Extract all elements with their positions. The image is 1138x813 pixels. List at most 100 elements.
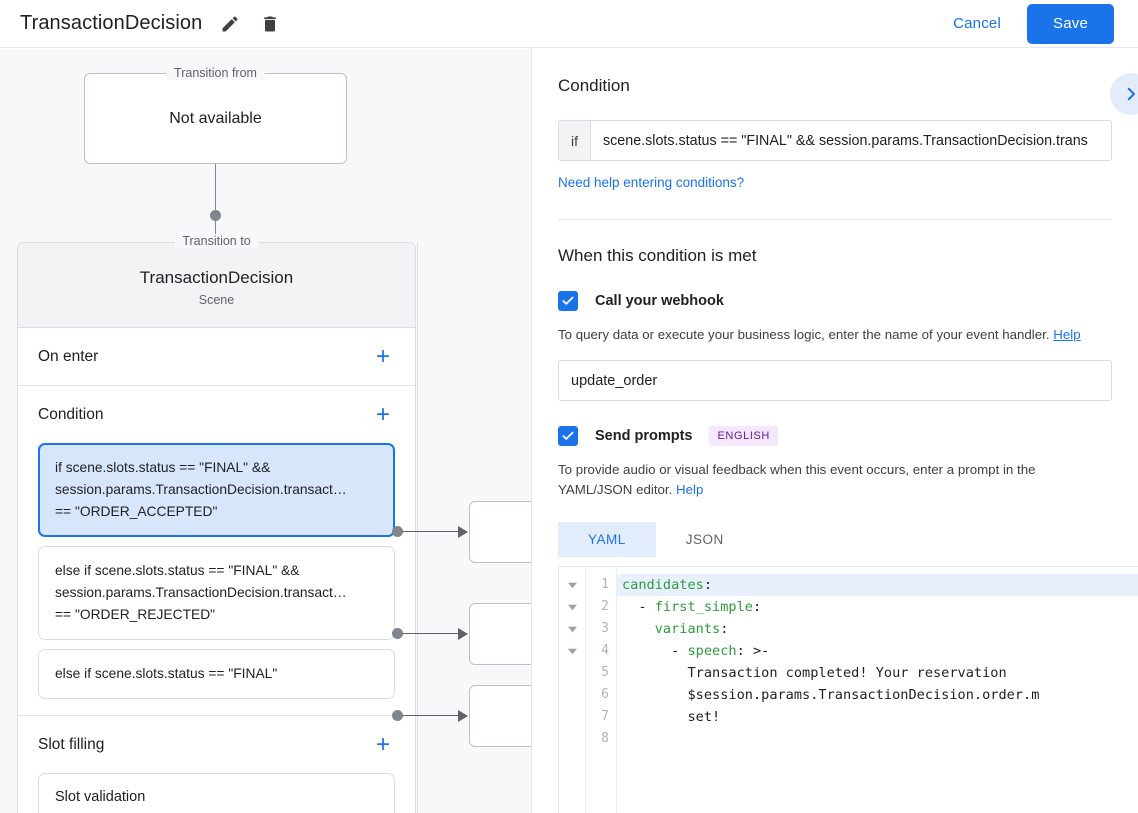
yaml-editor[interactable]: 1 2 3 4 5 6 7 8 candidates: - first_simple: var… <box>558 566 1138 813</box>
editor-line: variants: <box>654 621 729 637</box>
fold-blank <box>559 662 585 684</box>
graph-vertical-rule <box>417 242 418 813</box>
target-stub-0[interactable] <box>469 501 531 563</box>
fold-blank <box>559 684 585 706</box>
transition-to-legend: Transition to <box>174 234 259 248</box>
editor-line-number: 7 <box>601 709 609 724</box>
scene-header[interactable]: TransactionDecision Scene <box>18 243 415 328</box>
event-handler-input[interactable] <box>558 360 1112 401</box>
editor-line: - first_simple: <box>622 599 762 615</box>
graph-canvas: Transition from Not available Transition… <box>0 49 531 813</box>
detail-pane: Condition if Need help entering conditio… <box>531 49 1138 813</box>
chevron-right-icon[interactable] <box>1110 73 1138 115</box>
webhook-description: To query data or execute your business l… <box>558 325 1112 345</box>
condition-card-0-line2: session.params.TransactionDecision.trans… <box>55 482 347 497</box>
transition-from-value: Not available <box>169 109 262 127</box>
editor-line-number: 8 <box>601 731 609 746</box>
connector-line <box>215 164 216 251</box>
prompts-help-link[interactable]: Help <box>676 482 704 497</box>
edge-line <box>402 633 460 634</box>
section-title-condition: Condition <box>38 405 104 423</box>
editor-line-number: 2 <box>601 599 609 614</box>
condition-card-0-line3: == "ORDER_ACCEPTED" <box>55 504 218 519</box>
need-help-conditions-link[interactable]: Need help entering conditions? <box>558 175 745 190</box>
edge-arrow-icon <box>458 525 468 538</box>
webhook-help-link[interactable]: Help <box>1053 327 1081 342</box>
section-header-on-enter: On enter + <box>38 328 395 385</box>
if-label: if <box>559 121 591 160</box>
condition-card-0[interactable]: if scene.slots.status == "FINAL" && sess… <box>38 443 395 537</box>
transition-to-card: Transition to TransactionDecision Scene … <box>17 234 416 813</box>
section-condition: Condition + if scene.slots.status == "FI… <box>18 386 415 716</box>
prompts-description-text: To provide audio or visual feedback when… <box>558 462 1036 497</box>
edge-arrow-icon <box>458 627 468 640</box>
condition-card-2-line1: else if scene.slots.status == "FINAL" <box>55 666 278 681</box>
condition-card-1[interactable]: else if scene.slots.status == "FINAL" &&… <box>38 546 395 640</box>
condition-heading: Condition <box>558 76 630 95</box>
tab-yaml[interactable]: YAML <box>558 522 656 557</box>
editor-line: $session.params.TransactionDecision.orde… <box>622 687 1040 703</box>
tab-json[interactable]: JSON <box>685 532 724 547</box>
fold-triangle-icon[interactable] <box>559 596 585 618</box>
condition-card-2[interactable]: else if scene.slots.status == "FINAL" <box>38 649 395 699</box>
language-badge: ENGLISH <box>709 426 778 446</box>
fold-triangle-icon[interactable] <box>559 618 585 640</box>
transition-from-box[interactable]: Transition from Not available <box>84 66 347 164</box>
connector-dot <box>210 210 221 221</box>
edge-dot <box>392 526 403 537</box>
when-met-heading: When this condition is met <box>558 246 757 265</box>
editor-line-number: 1 <box>601 577 609 592</box>
pencil-icon[interactable] <box>218 12 242 36</box>
editor-fold-gutter[interactable] <box>559 567 586 813</box>
target-stub-1[interactable] <box>469 603 531 665</box>
trash-icon[interactable] <box>258 12 282 36</box>
condition-card-1-line3: == "ORDER_REJECTED" <box>55 607 216 622</box>
webhook-description-text: To query data or execute your business l… <box>558 327 1050 342</box>
editor-line: set! <box>622 709 721 725</box>
webhook-check-row: Call your webhook <box>558 291 1112 311</box>
editor-line: - speech: >- <box>622 643 770 659</box>
when-condition-met-section: When this condition is met Call your web… <box>532 220 1138 557</box>
page-title: TransactionDecision <box>20 12 203 34</box>
section-header-slot-filling: Slot filling + <box>38 716 395 773</box>
fold-triangle-icon[interactable] <box>559 640 585 662</box>
editor-line-number: 5 <box>601 665 609 680</box>
section-title-slot-filling: Slot filling <box>38 735 105 753</box>
section-divider <box>558 219 1112 220</box>
condition-card-1-line1: else if scene.slots.status == "FINAL" && <box>55 563 300 578</box>
graph-pane[interactable]: Transition from Not available Transition… <box>0 49 531 813</box>
condition-expression-input[interactable] <box>591 121 1111 160</box>
section-on-enter: On enter + <box>18 328 415 386</box>
editor-line <box>617 728 1138 750</box>
add-condition-button[interactable]: + <box>375 400 390 428</box>
add-on-enter-button[interactable]: + <box>375 342 390 370</box>
edge-dot <box>392 710 403 721</box>
fold-blank <box>559 706 585 728</box>
slot-validation-card[interactable]: Slot validation <box>38 773 395 813</box>
editor-line-number: 6 <box>601 687 609 702</box>
editor-tabs: YAML JSON <box>558 522 1112 557</box>
condition-section: Condition if Need help entering conditio… <box>532 49 1138 220</box>
editor-wrapper: 1 2 3 4 5 6 7 8 candidates: - first_simple: var… <box>532 566 1138 813</box>
editor-line: Transaction completed! Your reservation <box>622 665 1007 681</box>
save-button[interactable]: Save <box>1027 3 1114 44</box>
section-title-on-enter: On enter <box>38 347 99 365</box>
send-prompts-checkbox[interactable] <box>558 426 578 446</box>
fold-triangle-icon[interactable] <box>559 574 585 596</box>
cancel-button[interactable]: Cancel <box>939 7 1015 40</box>
condition-card-0-line1: if scene.slots.status == "FINAL" && <box>55 460 271 475</box>
editor-line-number: 3 <box>601 621 609 636</box>
call-webhook-checkbox[interactable] <box>558 291 578 311</box>
editor-line: candidates: <box>617 574 1138 596</box>
top-bar: TransactionDecision Cancel Save <box>0 0 1138 48</box>
fold-blank <box>559 728 585 750</box>
scene-type: Scene <box>198 293 235 307</box>
add-slot-filling-button[interactable]: + <box>375 730 390 758</box>
call-webhook-label: Call your webhook <box>595 293 724 309</box>
condition-if-row[interactable]: if <box>558 120 1112 161</box>
editor-line-number: 4 <box>601 643 609 658</box>
scene-name: TransactionDecision <box>139 268 294 287</box>
editor-code-area[interactable]: candidates: - first_simple: variants: - … <box>617 567 1138 813</box>
target-stub-2[interactable] <box>469 685 531 747</box>
section-slot-filling: Slot filling + Slot validation <box>18 716 415 813</box>
